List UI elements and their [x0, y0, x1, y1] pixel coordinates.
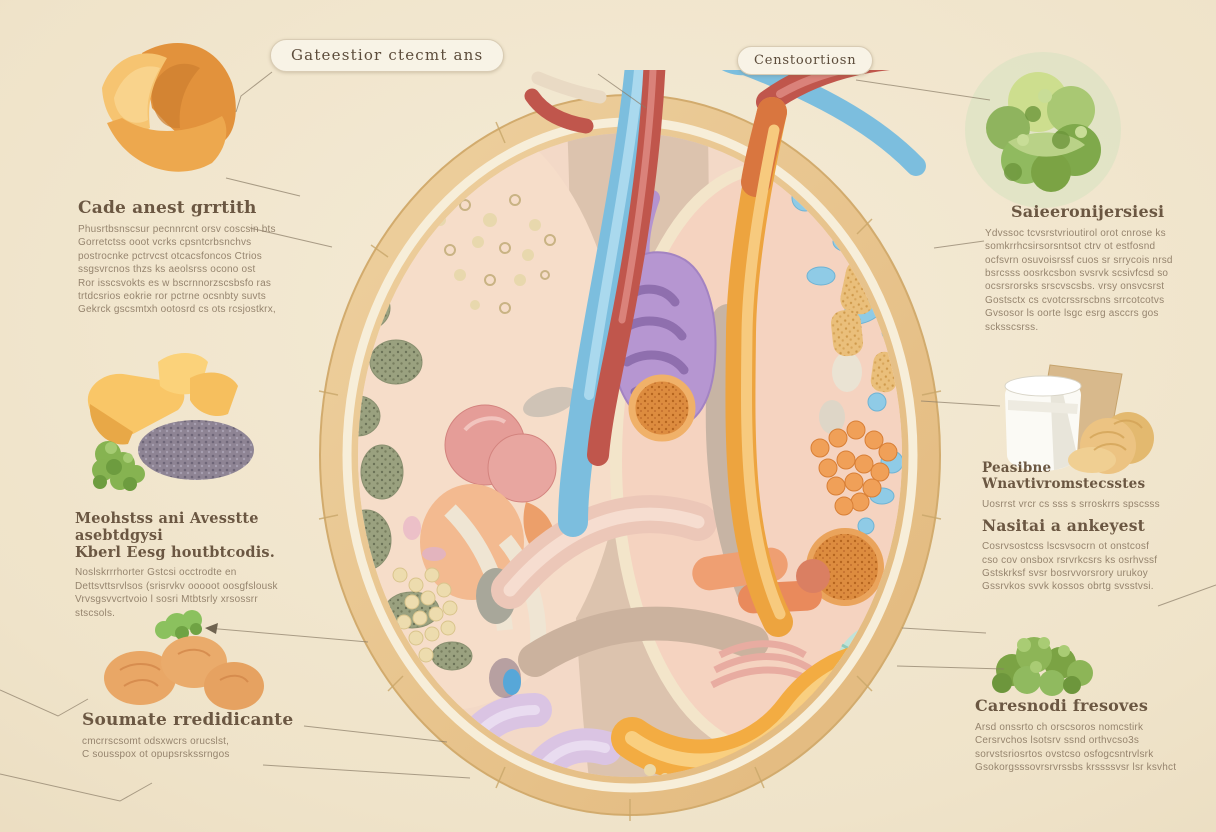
vessel-tubes: [524, 70, 960, 637]
yogurt-tub-and-chips-illustration: [1004, 364, 1154, 474]
label-block-mechanics: Meohstss ani Avesstte asebtdgysi Kberl E…: [75, 510, 323, 620]
label-block-nasitai: Nasitai a ankeyest Cosrvsostcss lscsvsoc…: [982, 516, 1210, 594]
label-text: Cosrvsostcss lscsvsocrn ot onstcosf cso …: [982, 541, 1158, 593]
label-heading: Caresnodi fresoves: [975, 696, 1149, 715]
arrowhead: [205, 623, 218, 634]
orange-fruit-chunk-illustration: [102, 43, 236, 172]
label-block-caresnodi: Caresnodi fresoves Arsd onssrto ch orscs…: [975, 696, 1215, 774]
cream-tube: [531, 71, 607, 104]
callout-pill-top-right: Censtoortiosn: [737, 46, 874, 75]
chyme-disc: [628, 374, 696, 442]
label-text: Ydvssoc tcvsrstvrioutirol orot cnrose ks…: [985, 227, 1173, 333]
label-heading: Soumate rredidicante: [82, 710, 294, 730]
central-muscle-tubes: [491, 495, 769, 677]
label-text: Arsd onssrto ch orscsoros nomcstirk Cers…: [975, 721, 1177, 774]
label-block-peasibne: Peasibne Wnavtivromstecsstes Uosrrst vrc…: [982, 460, 1216, 511]
blue-arch-vein: [729, 70, 926, 176]
label-heading: Peasibne Wnavtivromstecsstes: [982, 460, 1146, 492]
label-heading: Cade anest grrtith: [78, 198, 257, 218]
label-block-saieeron: Saieeronijersiesi Ydvssoc tcvsrstvriouti…: [985, 202, 1207, 334]
label-text: Uosrrst vrcr cs sss s srroskrrs spscsss: [982, 498, 1160, 510]
label-block-care-growth: Cade anest grrtith Phusrtbsnscsur pecnnr…: [78, 198, 296, 317]
label-block-soumate: Soumate rredidicante cmcrrscsomt odsxwcr…: [82, 710, 312, 762]
label-heading: Meohstss ani Avesstte asebtdgysi Kberl E…: [75, 510, 276, 562]
cream-eggs: [819, 352, 862, 434]
chicken-nuggets-parsley-illustration: [104, 610, 264, 710]
blue-droplet: [503, 669, 521, 695]
label-text: Noslskrrrhorter Gstcsi occtrodte en Dett…: [75, 567, 278, 619]
label-text: cmcrrscsomt odsxwcrs orucslst, C sousspo…: [82, 736, 230, 761]
crumb: [644, 764, 656, 776]
bone-and-pearls: [392, 504, 547, 663]
label-heading: Nasitai a ankeyest: [982, 516, 1146, 535]
callout-pill-top-left: Gateestior ctecmt ans: [270, 39, 505, 72]
orange-villi-bumps: [810, 420, 898, 516]
label-text: Phusrtbsnscsur pecnnrcnt orsv coscsin bt…: [78, 224, 276, 316]
label-heading: Saieeronijersiesi: [1011, 202, 1165, 221]
cheese-seeds-greens-illustration: [87, 353, 254, 491]
broccoli-floret-illustration: [992, 637, 1093, 696]
leafy-greens-circle-illustration: [965, 52, 1121, 208]
digestive-tract-cross-section-illustration: [318, 70, 960, 821]
red-hook: [524, 88, 594, 134]
